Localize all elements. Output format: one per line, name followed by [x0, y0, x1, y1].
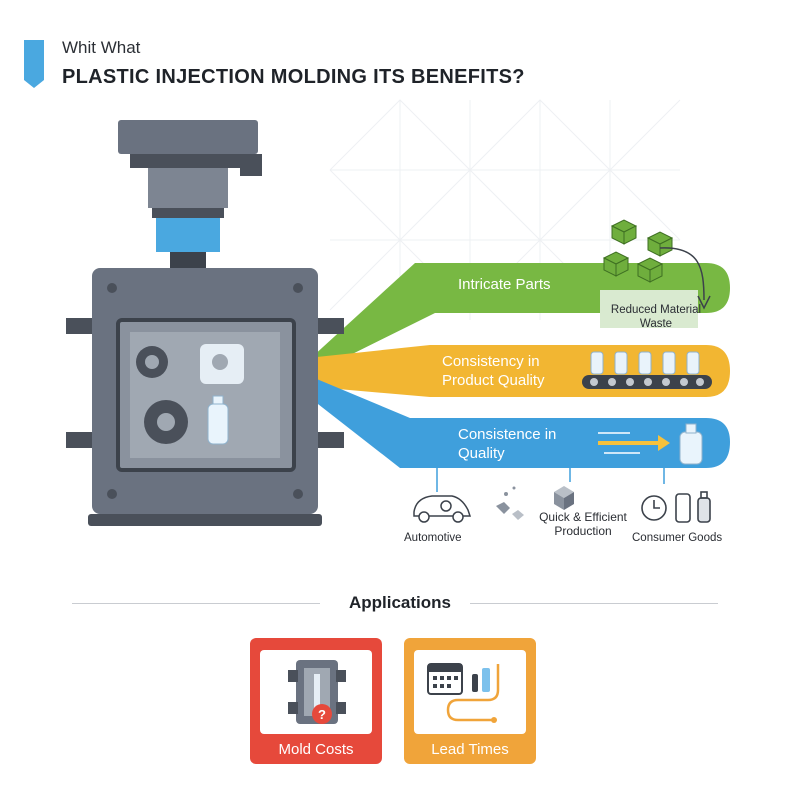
calendar-icon	[427, 663, 500, 723]
benefit-label-consistency: Consistency in Product Quality	[442, 353, 545, 389]
clock-phone-bottle-icon	[641, 491, 711, 523]
divider-left	[72, 603, 320, 604]
waste-box	[600, 290, 698, 328]
recycle-cubes-icon	[602, 219, 674, 283]
card-mold-costs: ? Mold Costs	[250, 638, 382, 764]
card-label-lead-times: Lead Times	[431, 741, 509, 758]
waste-arrow	[659, 247, 705, 301]
svg-text:?: ?	[318, 707, 326, 722]
gear-icon	[136, 346, 188, 444]
tools-icon	[472, 668, 490, 692]
industry-label-consumer-goods: Consumer Goods	[632, 532, 723, 544]
conveyor-icon	[582, 351, 712, 389]
benefit-label-consistence: Consistence in Quality	[458, 426, 557, 462]
debris-icon	[496, 486, 524, 520]
card-lead-times: Lead Times	[404, 638, 536, 764]
injection-machine	[66, 120, 344, 526]
header-kicker: Whit What	[62, 38, 141, 57]
card-label-mold-costs: Mold Costs	[278, 741, 354, 758]
industry-connectors	[436, 468, 665, 492]
callout-production: Quick & Efficient Production	[539, 510, 627, 538]
industry-label-automotive: Automotive	[404, 532, 462, 544]
mold-icon: ?	[288, 660, 346, 724]
page-title: PLASTIC INJECTION MOLDING ITS BENEFITS?	[62, 66, 525, 88]
speed-arrow-icon	[598, 432, 670, 454]
box-icon	[554, 486, 574, 510]
industry-icons	[413, 486, 711, 523]
divider-right	[470, 603, 718, 604]
bottle-icon	[679, 423, 703, 465]
bookmark-icon	[24, 40, 44, 88]
header: Whit What PLASTIC INJECTION MOLDING ITS …	[22, 36, 722, 96]
callout-reduced-waste: Reduced Material Waste	[610, 304, 702, 330]
applications-title: Applications	[348, 593, 451, 612]
benefit-label-intricate-parts: Intricate Parts	[458, 276, 551, 293]
car-icon	[413, 495, 472, 523]
